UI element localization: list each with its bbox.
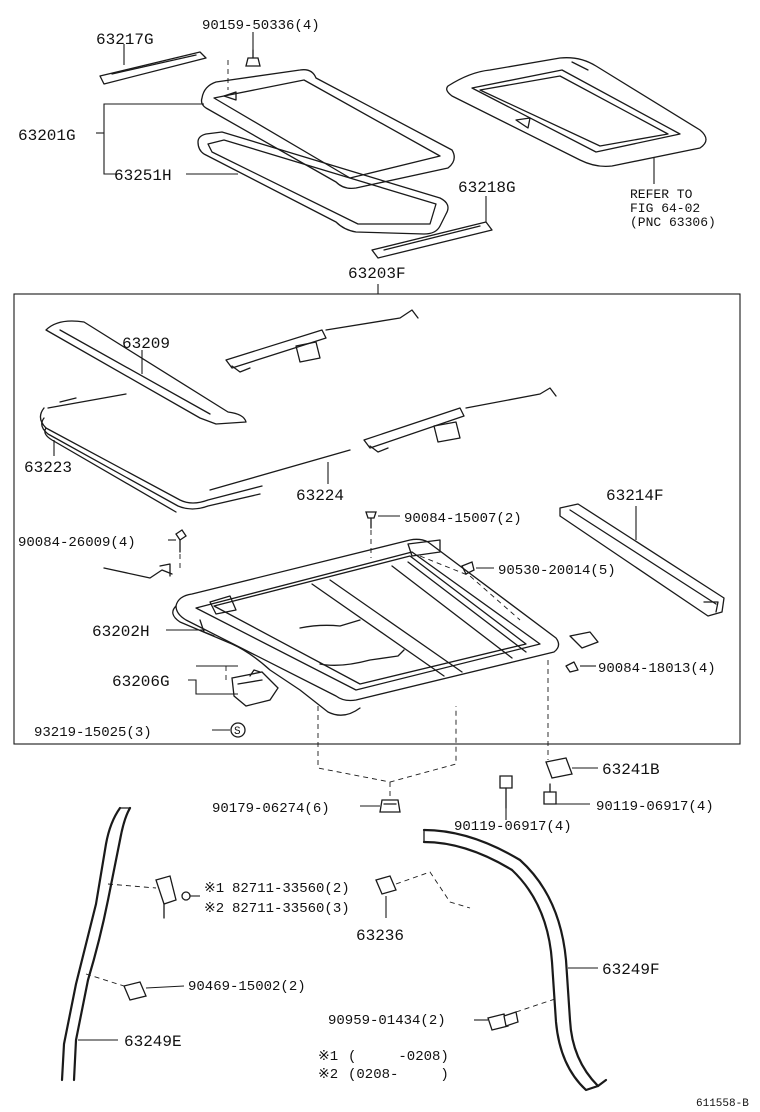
part-63249E-side-trim — [60, 806, 132, 1082]
label-63209: 63209 — [122, 335, 170, 353]
rear-bracket-right — [565, 631, 599, 673]
label-63201G: 63201G — [18, 127, 76, 145]
note-2-mark: ※2 — [318, 1067, 338, 1083]
drive-cable-upper — [225, 309, 419, 373]
note-marker-2: ※2 — [204, 901, 224, 917]
part-63241B-bracket — [545, 757, 573, 779]
clip-90959-icon — [487, 1011, 519, 1031]
label-63249F: 63249F — [602, 961, 660, 979]
label-82711-33560-2: 82711-33560(3) — [232, 901, 350, 917]
label-63218G: 63218G — [458, 179, 516, 197]
label-90119-06917-right: 90119-06917(4) — [596, 799, 714, 815]
part-63202H-housing-frame — [175, 538, 560, 702]
reference-line-2: FIG 64-02 — [630, 201, 700, 216]
part-63224-cable — [209, 449, 351, 491]
label-63241B: 63241B — [602, 761, 660, 779]
bolt-90159-icon — [245, 49, 261, 67]
label-63203F: 63203F — [348, 265, 406, 283]
label-63206G: 63206G — [112, 673, 170, 691]
note-1-text: ( -0208) — [348, 1049, 449, 1065]
label-63236: 63236 — [356, 927, 404, 945]
wire-harness — [172, 605, 405, 716]
label-63251H: 63251H — [114, 167, 172, 185]
note-2-text: (0208- ) — [348, 1067, 449, 1083]
s-marker-letter: S — [234, 726, 241, 738]
bolt-90119-left-icon — [499, 775, 513, 809]
label-63202H: 63202H — [92, 623, 150, 641]
clip-90530-20014-icon — [461, 561, 475, 575]
part-63214F-rail — [559, 503, 725, 617]
label-90530-20014: 90530-20014(5) — [498, 563, 616, 579]
bolt-90119-right-icon — [543, 783, 557, 805]
clip-90469-icon — [123, 981, 147, 1001]
label-90119-06917-left: 90119-06917(4) — [454, 819, 572, 835]
assembly-63203F-box — [13, 293, 741, 745]
part-63201G-glass-panel — [200, 69, 455, 190]
reference-line-1: REFER TO — [630, 187, 693, 202]
grommet-90179-icon — [379, 799, 401, 813]
part-63218G-strip — [371, 221, 493, 259]
label-90469-15002: 90469-15002(2) — [188, 979, 306, 995]
s-marker-icon — [230, 722, 246, 738]
part-63217G-strip — [99, 51, 207, 85]
drain-hose-clip — [103, 563, 173, 579]
part-63223-drain-hose — [39, 393, 263, 513]
label-63249E: 63249E — [124, 1033, 182, 1051]
label-63224: 63224 — [296, 487, 344, 505]
roof-headliner-reference — [446, 57, 707, 168]
part-63209-deflector — [45, 320, 247, 425]
part-63251H-weatherstrip — [197, 131, 449, 235]
drive-cable-middle — [363, 387, 557, 453]
label-82711-33560-1: 82711-33560(2) — [232, 881, 350, 897]
label-63214F: 63214F — [606, 487, 664, 505]
wire-clip-82711-icon — [155, 875, 191, 919]
label-63217G: 63217G — [96, 31, 154, 49]
label-90084-18013: 90084-18013(4) — [598, 661, 716, 677]
label-90179-06274: 90179-06274(6) — [212, 801, 330, 817]
screw-90084-15007-icon — [365, 511, 377, 529]
label-63223: 63223 — [24, 459, 72, 477]
note-1-mark: ※1 — [318, 1049, 338, 1065]
part-63249F-side-trim — [422, 828, 608, 1092]
reference-line-3: (PNC 63306) — [630, 215, 716, 230]
part-63236-connector — [375, 875, 397, 895]
diagram-code: 611558-B — [696, 1098, 749, 1110]
label-93219-15025: 93219-15025(3) — [34, 725, 152, 741]
part-63206G-motor — [231, 669, 279, 707]
label-90084-15007: 90084-15007(2) — [404, 511, 522, 527]
note-marker-1: ※1 — [204, 881, 224, 897]
screw-90084-26009-icon — [175, 529, 187, 553]
label-90084-26009: 90084-26009(4) — [18, 535, 136, 551]
label-90159-50336: 90159-50336(4) — [202, 18, 320, 34]
label-90959-01434: 90959-01434(2) — [328, 1013, 446, 1029]
